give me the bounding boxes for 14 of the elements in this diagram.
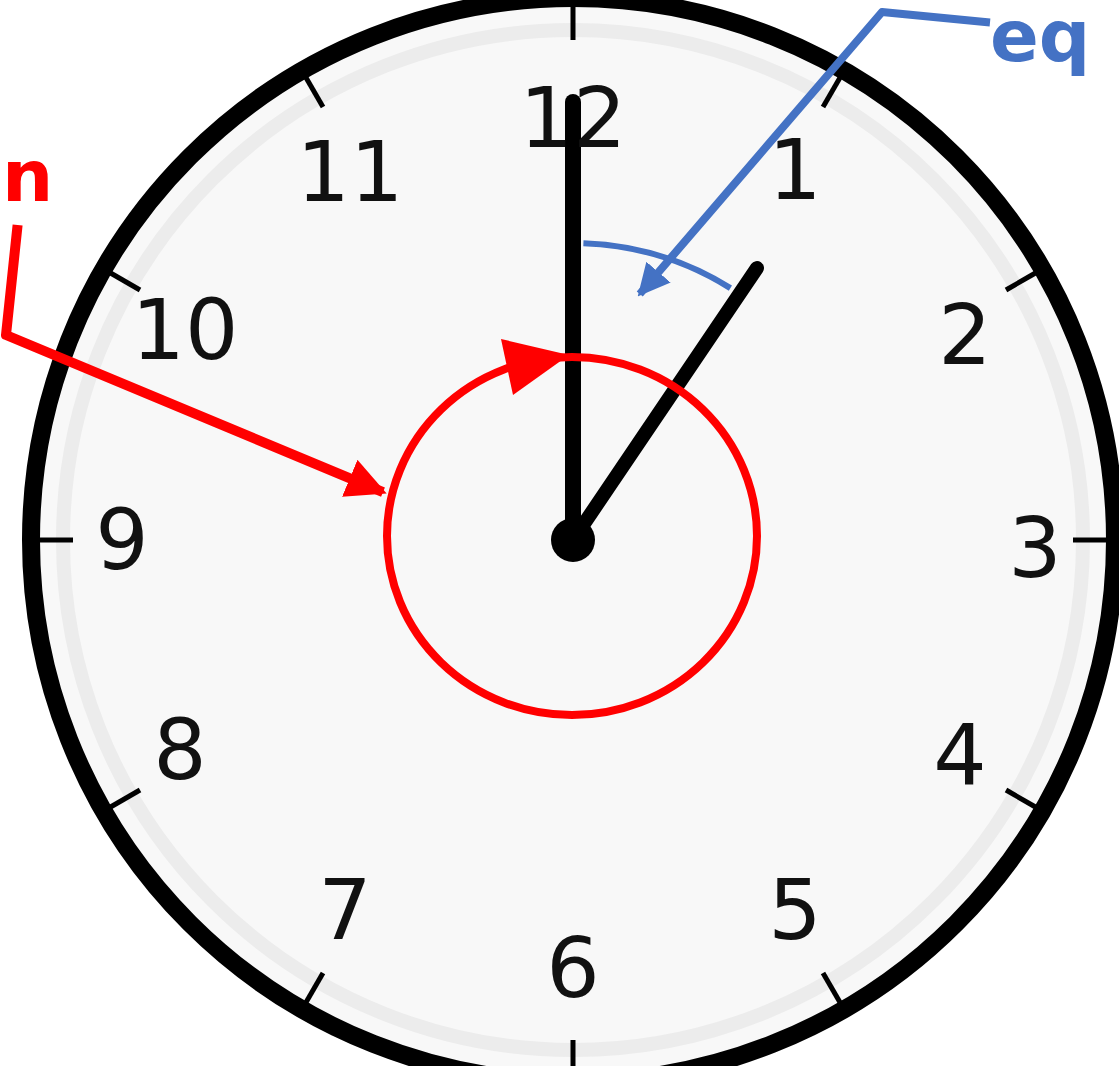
arrow xyxy=(1,224,387,497)
clock-numeral: 5 xyxy=(768,868,822,952)
clock-numeral: 8 xyxy=(153,708,207,792)
arrow xyxy=(636,8,991,297)
clock-numeral: 2 xyxy=(938,293,992,377)
annotation-label: n xyxy=(2,140,54,212)
clock-numeral: 3 xyxy=(1008,506,1062,590)
clock-numeral: 10 xyxy=(131,288,239,372)
clock-numeral: 1 xyxy=(768,128,822,212)
clock-numeral: 7 xyxy=(318,868,372,952)
clock-numeral: 9 xyxy=(95,498,149,582)
clock-numeral: 6 xyxy=(546,926,600,1010)
clock-numeral: 11 xyxy=(296,130,404,214)
clock-numeral: 4 xyxy=(933,713,987,797)
